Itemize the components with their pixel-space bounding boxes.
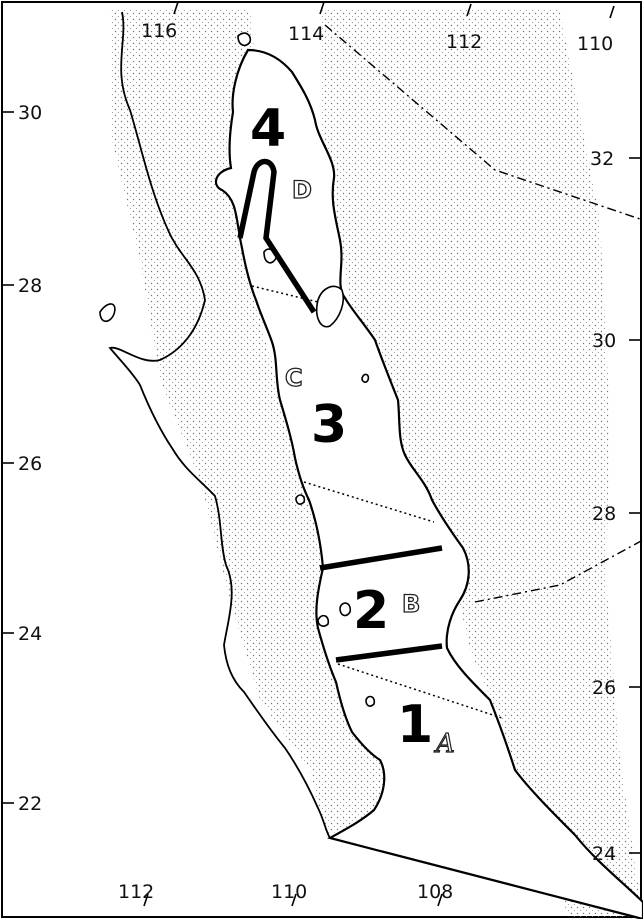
lat-label-24-right: 24: [592, 843, 616, 865]
region-3-letter: C: [285, 364, 303, 392]
region-2-number: 2: [353, 581, 389, 641]
gulf-water: [214, 48, 643, 919]
lat-label-30-left: 30: [18, 102, 42, 124]
region-4-letter: D: [292, 176, 312, 204]
lat-label-24-left: 24: [18, 623, 42, 645]
lat-label-30-right: 30: [592, 330, 616, 352]
lon-label-110-bottom: 110: [271, 881, 307, 903]
lat-label-26-right: 26: [592, 677, 616, 699]
baja-peninsula-outline: [108, 11, 331, 839]
lat-label-32-right: 32: [590, 148, 614, 170]
sub-boundary-region-1: [337, 663, 503, 719]
region-4-number: 4: [250, 99, 286, 159]
region-1-letter: A: [434, 729, 455, 759]
lat-label-28-left: 28: [18, 275, 42, 297]
region-2-letter: B: [402, 590, 420, 618]
region-boundaries: [237, 158, 503, 719]
region-3-number: 3: [311, 395, 347, 455]
state-boundaries: [324, 24, 643, 603]
lat-label-28-right: 28: [592, 503, 616, 525]
lon-label-112-top: 112: [446, 31, 482, 53]
lon-label-114-top: 114: [288, 23, 324, 45]
lon-label-112-bottom: 112: [118, 881, 154, 903]
boundary-region-1-2: [335, 643, 443, 663]
islands: [99, 32, 376, 707]
lat-label-22-left: 22: [18, 793, 42, 815]
lon-label-108-bottom: 108: [417, 881, 453, 903]
boundary-region-2-3: [319, 545, 443, 571]
lon-label-116-top: 116: [141, 20, 177, 42]
sub-boundary-region-4: [251, 285, 319, 303]
graticule-ticks: [2, 1, 641, 907]
region-1-number: 1: [397, 695, 433, 755]
lon-label-110-top: 110: [577, 33, 613, 55]
lat-label-26-left: 26: [18, 453, 42, 475]
boundary-region-3-4: [237, 158, 317, 314]
